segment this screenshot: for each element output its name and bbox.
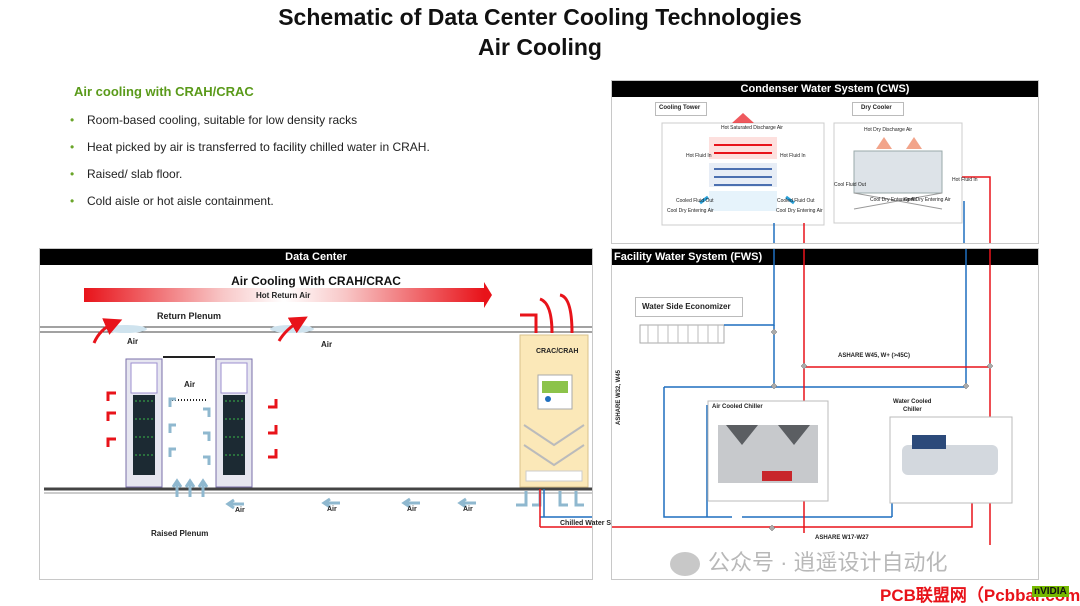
- fws-panel: Facility Water System (FWS) Water Side E…: [611, 248, 1039, 580]
- page-title: Schematic of Data Center Cooling Technol…: [278, 4, 802, 30]
- hot-return-air-label: Hot Return Air: [256, 291, 311, 300]
- bullet-item: •Raised/ slab floor.: [70, 167, 183, 181]
- bullet-item: •Heat picked by air is transferred to fa…: [70, 140, 430, 154]
- water-chiller-label-1: Water Cooled: [893, 399, 932, 405]
- ashrae-w32-label: ASHARE W32, W45: [616, 369, 622, 425]
- data-center-diagram: [40, 282, 592, 528]
- hot-fluid-in-label: Hot Fluid In: [686, 153, 712, 159]
- crac-label: CRAC/CRAH: [536, 348, 579, 355]
- bullet-item: •Cold aisle or hot aisle containment.: [70, 194, 274, 208]
- hot-saturated-label: Hot Saturated Discharge Air: [721, 125, 783, 131]
- wechat-icon: [670, 552, 700, 577]
- ashrae-w45-label: ASHARE W45, W+ (>45C): [838, 353, 911, 359]
- bullet-icon: •: [70, 113, 75, 127]
- cool-fluid-out-label: Cool Fluid Out: [834, 182, 866, 188]
- cool-dry-air-label: Cool Dry Entering Air: [776, 208, 823, 214]
- bullet-icon: •: [70, 194, 75, 208]
- cooling-tower-tag: Cooling Tower: [655, 102, 707, 116]
- cws-header: Condenser Water System (CWS): [612, 81, 1038, 97]
- cool-dry-entering-label: Cool Dry Entering Air: [904, 197, 951, 203]
- footer-brand: PCB联盟网（Pcbbar.com）: [880, 586, 1080, 605]
- hot-fluid-in-label: Hot Fluid In: [952, 177, 978, 183]
- air-label: Air: [327, 506, 337, 513]
- bullet-list: •Room-based cooling, suitable for low de…: [70, 112, 430, 220]
- air-label: Air: [184, 380, 196, 389]
- raised-plenum-label: Raised Plenum: [151, 529, 209, 538]
- server-rack-right: [215, 358, 253, 488]
- water-chiller-label-2: Chiller: [903, 407, 922, 413]
- bullet-icon: •: [70, 167, 75, 181]
- data-center-panel: Data Center Air Cooling With CRAH/CRAC: [39, 248, 669, 580]
- data-center-subtitle: Air Cooling With CRAH/CRAC: [231, 274, 401, 288]
- cooled-fluid-out-label: Cooled Fluid Out: [676, 198, 714, 204]
- bullet-item: •Room-based cooling, suitable for low de…: [70, 113, 358, 127]
- hot-fluid-in-label: Hot Fluid In: [780, 153, 806, 159]
- bullet-icon: •: [70, 140, 75, 154]
- dry-cooler-tag: Dry Cooler: [852, 102, 904, 116]
- fws-header: Facility Water System (FWS): [612, 249, 1038, 265]
- watermark: 公众号 · 逍遥设计自动化: [670, 545, 948, 577]
- return-plenum-label: Return Plenum: [157, 311, 222, 321]
- air-label: Air: [407, 506, 417, 513]
- server-rack-left: [125, 358, 163, 488]
- section-heading: Air cooling with CRAH/CRAC: [74, 84, 254, 99]
- cool-dry-entering-label: Cool Dry Entering Air: [870, 197, 917, 203]
- air-label: Air: [463, 506, 473, 513]
- cws-diagram: [661, 113, 991, 243]
- hot-return-air-arrow: [84, 282, 492, 308]
- cws-panel: Condenser Water System (CWS) Cooling Tow…: [611, 80, 1039, 244]
- air-label: Air: [127, 337, 139, 346]
- economizer-tag: Water Side Economizer: [635, 297, 743, 317]
- ashrae-w17-label: ASHARE W17-W27: [815, 535, 869, 541]
- nvidia-logo: nVIDIA: [1032, 586, 1069, 597]
- fws-diagram: [612, 249, 1013, 545]
- hot-dry-discharge-label: Hot Dry Discharge Air: [864, 127, 913, 133]
- data-center-header: Data Center: [40, 249, 592, 265]
- cooled-fluid-out-label: Cooled Fluid Out: [777, 198, 815, 204]
- air-label: Air: [235, 507, 245, 514]
- page-subtitle: Air Cooling: [478, 34, 602, 60]
- crac-unit: [519, 334, 589, 488]
- air-chiller-label: Air Cooled Chiller: [712, 404, 763, 410]
- cool-dry-air-label: Cool Dry Entering Air: [667, 208, 714, 214]
- air-label: Air: [321, 340, 333, 349]
